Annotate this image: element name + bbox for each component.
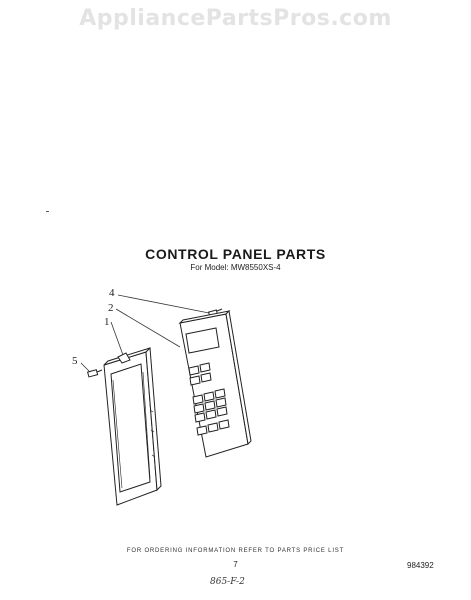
callout-5: 5 xyxy=(72,355,78,367)
touch-panel-part-2 xyxy=(178,309,252,458)
diagram-title: CONTROL PANEL PARTS xyxy=(145,246,326,262)
page-number: 7 xyxy=(233,560,238,569)
handwritten-note: 865-F-2 xyxy=(210,577,245,587)
leader-1 xyxy=(110,321,124,356)
leader-4 xyxy=(117,294,210,314)
callout-4: 4 xyxy=(109,287,115,299)
watermark: AppliancePartsPros.com xyxy=(79,6,392,31)
control-panel-frame-part-1 xyxy=(103,346,162,506)
screw-part-5 xyxy=(87,369,103,378)
model-number: For Model: MW8550XS-4 xyxy=(190,263,281,272)
ordering-note: FOR ORDERING INFORMATION REFER TO PARTS … xyxy=(126,548,345,554)
scan-speck xyxy=(46,211,49,212)
callout-2: 2 xyxy=(108,302,114,314)
callout-1: 1 xyxy=(104,316,110,328)
document-number: 984392 xyxy=(407,561,434,570)
leader-2 xyxy=(115,308,181,348)
